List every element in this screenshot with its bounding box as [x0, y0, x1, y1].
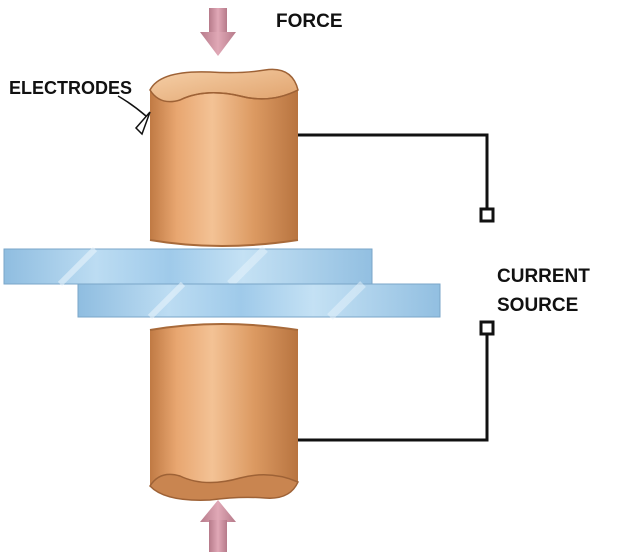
- terminal-lower: [479, 320, 495, 336]
- force-label: FORCE: [276, 11, 343, 32]
- force-arrow-top: [200, 8, 236, 56]
- upper-electrode: [149, 68, 299, 247]
- terminal-upper: [479, 207, 495, 223]
- current-source-line1: CURRENT: [497, 266, 590, 287]
- electrodes-pointer: [117, 95, 151, 136]
- wire-lower: [298, 333, 489, 442]
- upper-metal-sheet: [3, 246, 373, 287]
- electrodes-label: ELECTRODES: [9, 78, 133, 98]
- lower-metal-sheet: [77, 281, 441, 320]
- current-source-label: CURRENT SOURCE: [497, 262, 590, 320]
- current-source-line2: SOURCE: [497, 295, 579, 316]
- circuit-wires: [298, 133, 489, 442]
- force-arrow-bottom: [200, 500, 236, 552]
- wire-upper: [298, 133, 489, 210]
- lower-electrode: [149, 323, 299, 501]
